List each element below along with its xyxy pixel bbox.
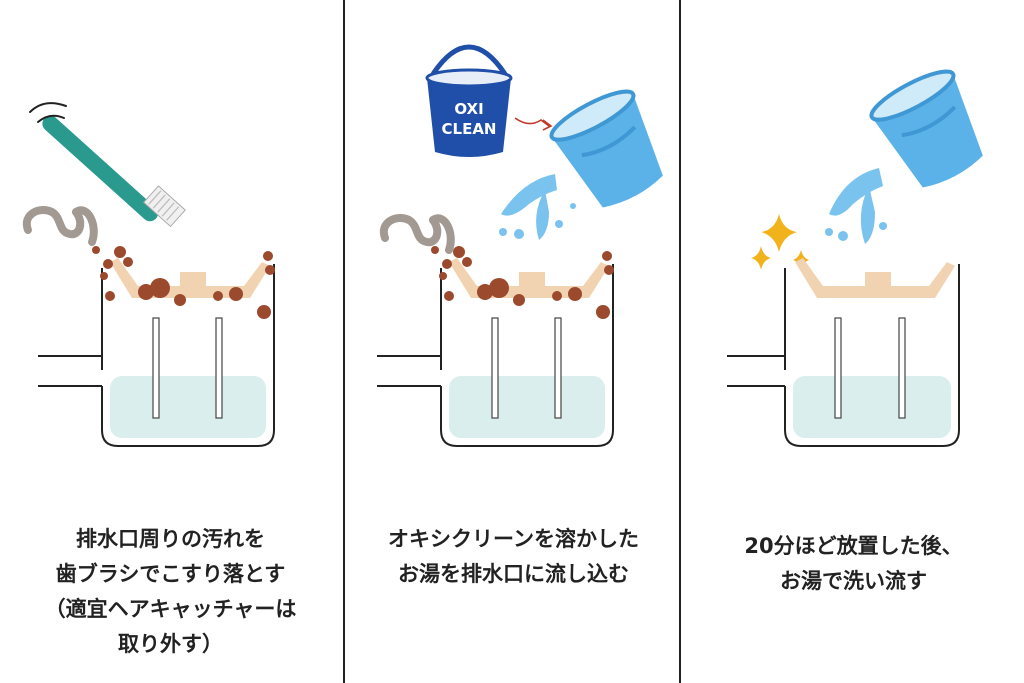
step-3-illustration (727, 69, 983, 447)
dirt-spots (92, 246, 275, 319)
water-splash (499, 174, 576, 240)
water-fill (793, 376, 951, 438)
arrow-head (542, 119, 553, 131)
rod-left (152, 317, 160, 419)
step-1-caption-line: （適宜ヘアキャッチャーは (44, 597, 297, 621)
panel-divider-2 (679, 0, 681, 683)
step-2-illustration: OXI CLEAN (377, 44, 663, 447)
oxiclean-bucket-icon: OXI CLEAN (425, 44, 513, 157)
hair-catcher (110, 258, 270, 298)
hair-catcher (795, 258, 955, 298)
panel-divider-1 (343, 0, 345, 683)
step-3-caption-line: 20分ほど放置した後、 (744, 534, 963, 558)
hair-catcher (449, 258, 609, 298)
step-2-caption-line: オキシクリーンを溶かした (388, 527, 639, 551)
bucket-label-oxi: OXI (454, 100, 483, 118)
step-1-caption-line: 歯ブラシでこすり落とす (55, 562, 286, 586)
drain-container (727, 264, 960, 447)
rod-right (554, 317, 562, 419)
step-2-caption-line: お湯を排水口に流し込む (398, 562, 629, 586)
step-1-caption-line: 取り外す） (118, 632, 223, 656)
step-3-panel: 20分ほど放置した後、 お湯で洗い流す (683, 0, 1024, 683)
rod-left (491, 317, 499, 419)
dirt-spots (431, 246, 614, 319)
water-splash (825, 168, 887, 244)
water-fill (449, 376, 605, 438)
step-1-caption-line: 排水口周りの汚れを (76, 527, 265, 551)
step-1-panel: 排水口周りの汚れを 歯ブラシでこすり落とす （適宜ヘアキャッチャーは 取り外す） (0, 0, 341, 683)
odor-wave-tail (72, 206, 98, 246)
rod-right (215, 317, 223, 419)
step-1-caption: 排水口周りの汚れを 歯ブラシでこすり落とす （適宜ヘアキャッチャーは 取り外す） (0, 522, 341, 662)
drain-container (38, 264, 275, 447)
step-3-caption-line: お湯で洗い流す (780, 569, 927, 593)
odor-wave-icon (379, 214, 442, 247)
odor-wave-icon (22, 206, 85, 239)
water-fill (110, 376, 266, 438)
arrow-icon (514, 117, 550, 127)
rod-left (834, 317, 842, 419)
pouring-bucket-icon (869, 69, 983, 188)
toothbrush-icon (42, 115, 186, 228)
pouring-bucket-icon (549, 89, 663, 208)
step-2-caption: オキシクリーンを溶かした お湯を排水口に流し込む (343, 522, 684, 592)
bucket-label-clean: CLEAN (442, 120, 497, 138)
motion-lines-icon (29, 102, 67, 123)
drain-container (377, 264, 614, 447)
odor-wave-tail (429, 214, 455, 254)
step-3-caption: 20分ほど放置した後、 お湯で洗い流す (683, 529, 1024, 599)
rod-right (898, 317, 906, 419)
step-1-illustration (22, 102, 275, 447)
step-2-panel: OXI CLEAN (343, 0, 684, 683)
